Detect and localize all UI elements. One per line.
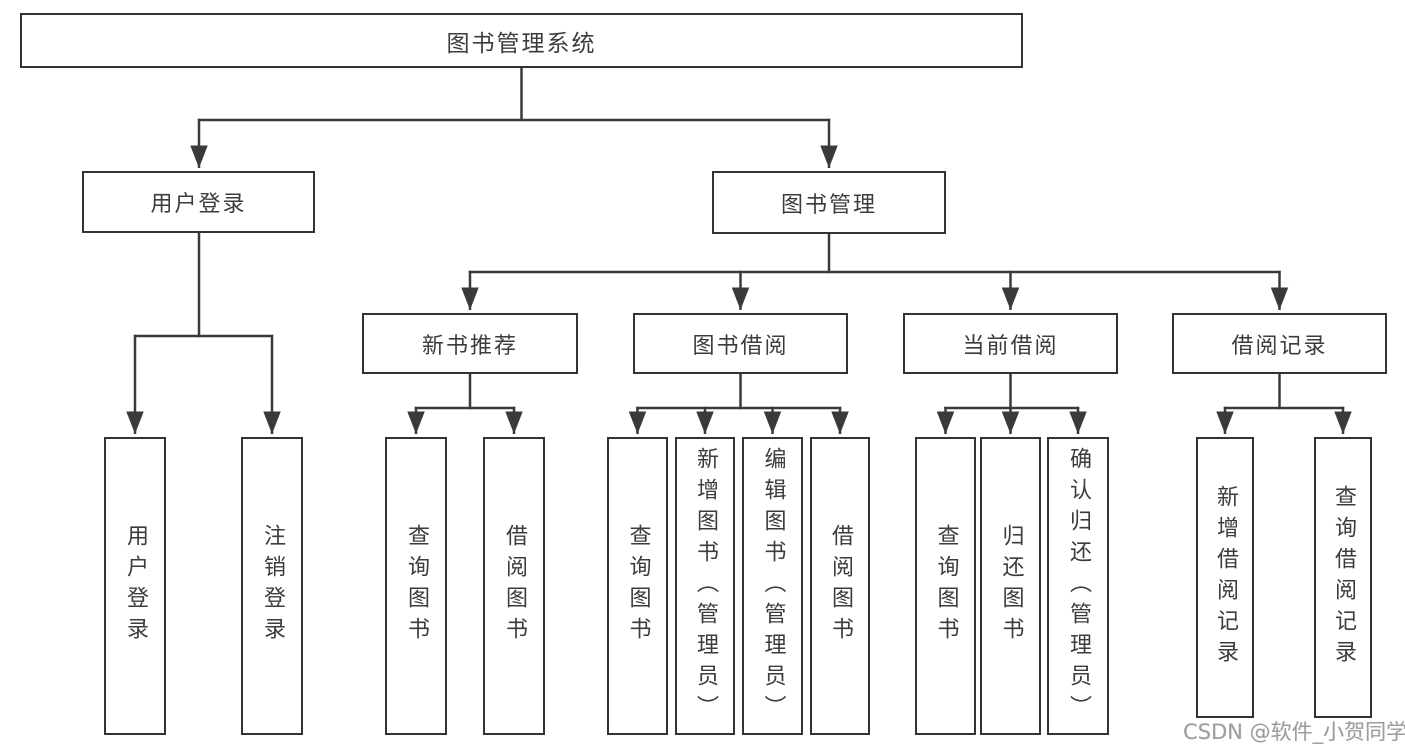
- node-user-login: 用户登录: [82, 171, 315, 233]
- leaf-add-borrow-record: 新增借阅记录: [1196, 437, 1254, 718]
- leaf-query-books-recommend: 查询图书: [385, 437, 447, 735]
- leaf-add-book-admin-label: 新增图书（管理员）: [693, 446, 718, 726]
- leaf-borrow-books-label: 借阅图书: [828, 524, 853, 648]
- csdn-watermark: CSDN @软件_小贺同学: [1183, 720, 1405, 744]
- node-new-book-recommend: 新书推荐: [362, 313, 578, 374]
- leaf-user-login: 用户登录: [104, 437, 166, 735]
- leaf-logout: 注销登录: [241, 437, 303, 735]
- node-book-borrow: 图书借阅: [633, 313, 848, 374]
- leaf-edit-book-admin-label: 编辑图书（管理员）: [760, 446, 786, 726]
- leaf-query-books-recommend-label: 查询图书: [404, 524, 429, 648]
- leaf-logout-label: 注销登录: [260, 524, 285, 648]
- leaf-query-borrow-record: 查询借阅记录: [1314, 437, 1372, 718]
- leaf-edit-book-admin: 编辑图书（管理员）: [742, 437, 803, 735]
- leaf-confirm-return-admin-label: 确认归还（管理员）: [1066, 446, 1091, 726]
- leaf-query-borrow-record-label: 查询借阅记录: [1331, 484, 1356, 671]
- node-book-management: 图书管理: [712, 171, 946, 234]
- leaf-return-book: 归还图书: [980, 437, 1041, 735]
- leaf-query-books-borrow-label: 查询图书: [625, 524, 651, 648]
- leaf-query-books-current-label: 查询图书: [933, 524, 959, 648]
- leaf-query-books-borrow: 查询图书: [607, 437, 668, 735]
- leaf-return-book-label: 归还图书: [998, 524, 1024, 648]
- leaf-borrow-books-recommend-label: 借阅图书: [502, 524, 527, 648]
- leaf-user-login-label: 用户登录: [123, 524, 148, 648]
- leaf-borrow-books: 借阅图书: [810, 437, 870, 735]
- node-current-borrow: 当前借阅: [903, 313, 1118, 374]
- leaf-query-books-current: 查询图书: [915, 437, 976, 735]
- node-borrow-records: 借阅记录: [1172, 313, 1387, 374]
- leaf-add-book-admin: 新增图书（管理员）: [675, 437, 735, 735]
- leaf-confirm-return-admin: 确认归还（管理员）: [1047, 437, 1109, 735]
- leaf-borrow-books-recommend: 借阅图书: [483, 437, 545, 735]
- node-library-management-system: 图书管理系统: [20, 13, 1023, 68]
- leaf-add-borrow-record-label: 新增借阅记录: [1213, 484, 1238, 671]
